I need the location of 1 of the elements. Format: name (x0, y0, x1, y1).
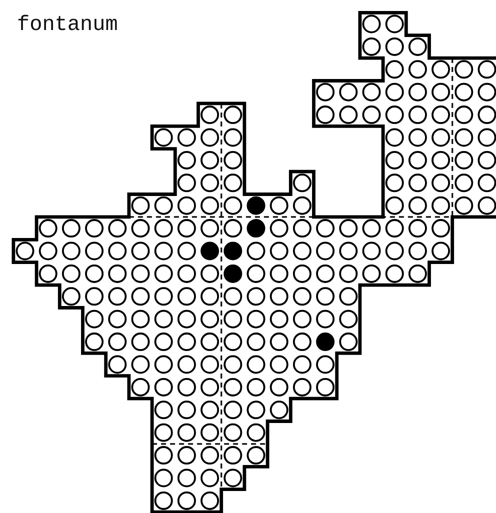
map-title: fontanum (17, 14, 118, 37)
